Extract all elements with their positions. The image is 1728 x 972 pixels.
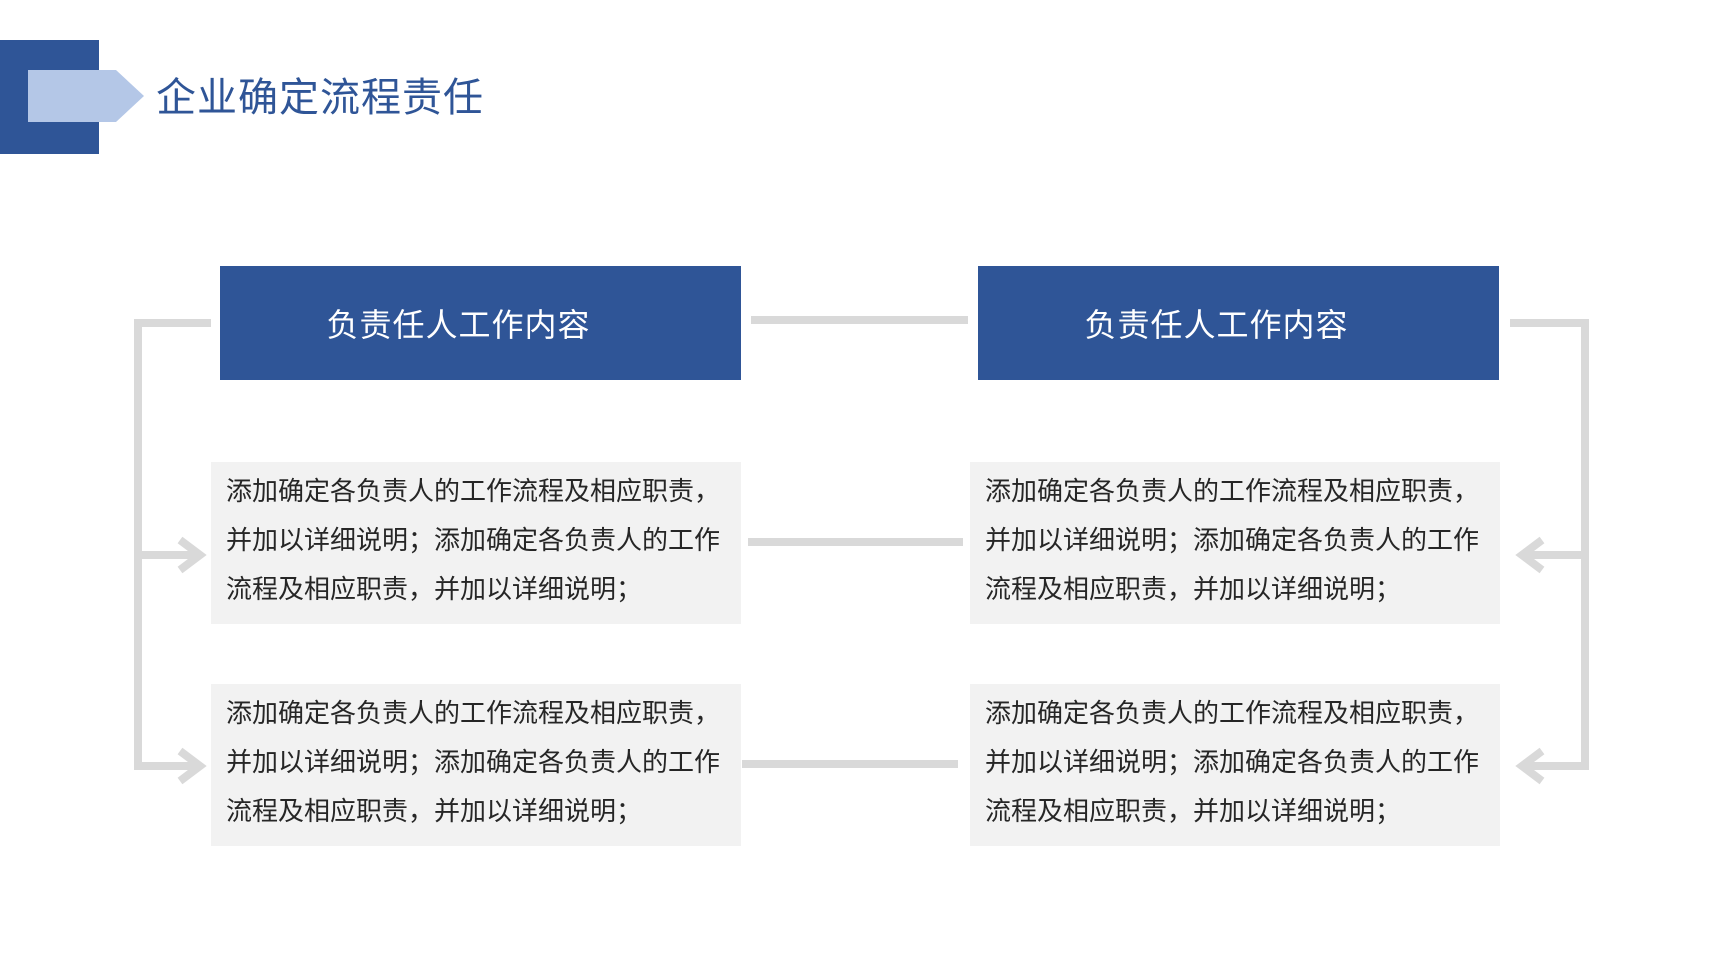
right-bracket-line: [1510, 319, 1589, 770]
text-box-left-1: 添加确定各负责人的工作流程及相应职责，并加以详细说明；添加确定各负责人的工作流程…: [211, 462, 741, 624]
page-title: 企业确定流程责任: [156, 75, 484, 121]
text-box-left-2: 添加确定各负责人的工作流程及相应职责，并加以详细说明；添加确定各负责人的工作流程…: [211, 684, 741, 846]
header-box-left: 负责任人工作内容: [220, 266, 741, 380]
title-arrow-icon: [28, 70, 144, 122]
left-arrow-1-head: [177, 536, 207, 574]
header-label-left: 负责任人工作内容: [326, 306, 591, 344]
left-arrow-2-head: [177, 747, 207, 785]
left-bracket-line: [134, 319, 211, 770]
header-box-right: 负责任人工作内容: [978, 266, 1499, 380]
text-box-right-2: 添加确定各负责人的工作流程及相应职责，并加以详细说明；添加确定各负责人的工作流程…: [970, 684, 1500, 846]
right-arrow-2-head: [1515, 747, 1545, 785]
text-box-right-1: 添加确定各负责人的工作流程及相应职责，并加以详细说明；添加确定各负责人的工作流程…: [970, 462, 1500, 624]
header-label-right: 负责任人工作内容: [1084, 306, 1349, 344]
right-arrow-1-head: [1515, 536, 1545, 574]
